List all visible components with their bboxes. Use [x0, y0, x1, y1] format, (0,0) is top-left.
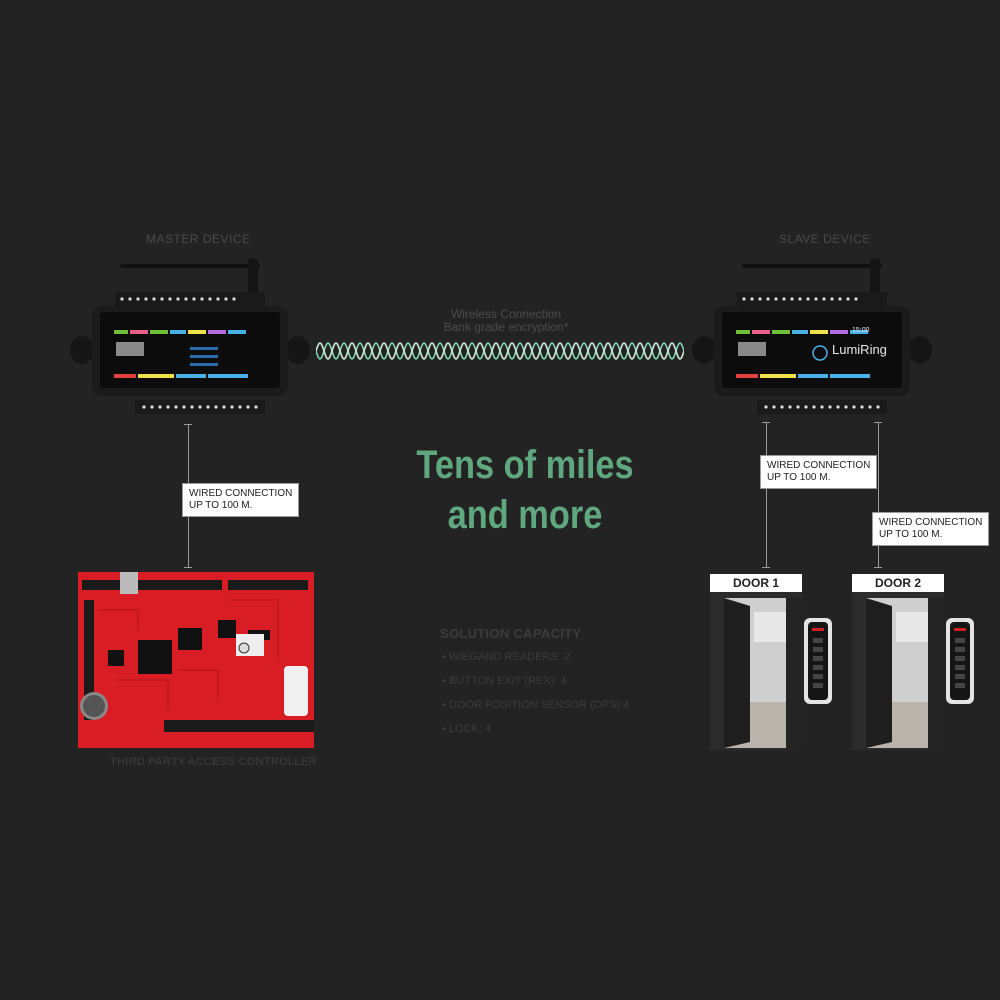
wired-label-line2: UP TO 100 m.: [879, 529, 943, 540]
card-reader-2: [946, 618, 974, 704]
wireless-signal-helix: [316, 342, 684, 360]
wired-label-line2: UP TO 100 m.: [189, 500, 253, 511]
wired-label-door1: WIRED CONNECTION UP TO 100 m.: [760, 455, 878, 489]
wired-label-door2: WIRED CONNECTION UP TO 100 m.: [872, 512, 990, 546]
capacity-item: DOOR POSITION SENSOR (DPS):4: [442, 693, 640, 717]
wireless-caption-line2: Bank grade encryption*: [443, 320, 569, 334]
door-2-label: DOOR 2: [852, 574, 944, 592]
headline-line2: and more: [447, 493, 603, 537]
controller-board-image: [78, 572, 314, 748]
wired-label-line1: WIRED CONNECTION: [189, 488, 293, 499]
master-wire-tick-bottom: [184, 567, 192, 568]
slave-wire-line-door1: [766, 422, 767, 568]
controller-caption: THIRD PARTY ACCESS CONTROLLER: [110, 756, 317, 768]
door-1-label: DOOR 1: [710, 574, 802, 592]
slave-device-title: SLAVE DEVICE: [779, 232, 871, 246]
slave-clock: 15:00: [852, 327, 870, 334]
capacity-item: BUTTON EXIT (REX): 4: [442, 669, 640, 693]
master-device: [70, 252, 310, 422]
slave-device-image: [692, 258, 932, 414]
capacity-title: SOLUTION CAPACITY: [440, 626, 582, 641]
slave-wire-tick-top-1: [762, 422, 770, 423]
wired-label-line1: WIRED CONNECTION: [879, 517, 983, 528]
capacity-item: WIEGAND READERS: 2: [442, 645, 640, 669]
slave-wire-tick-bottom-2: [874, 567, 882, 568]
slave-wire-tick-top-2: [874, 422, 882, 423]
wireless-caption: Wireless Connection Bank grade encryptio…: [400, 308, 612, 334]
headline: Tens of miles and more: [375, 440, 676, 540]
wired-label-line1: WIRED CONNECTION: [767, 460, 871, 471]
wireless-caption-line1: Wireless Connection: [450, 307, 562, 321]
slave-wire-tick-bottom-1: [762, 567, 770, 568]
slave-wire-line-door2: [878, 422, 879, 568]
card-reader-1: [804, 618, 832, 704]
lumiring-brand: LumiRing: [832, 342, 887, 357]
wired-label-master: WIRED CONNECTION UP TO 100 m.: [182, 483, 300, 517]
wired-label-line2: UP TO 100 m.: [767, 472, 831, 483]
capacity-list: WIEGAND READERS: 2 BUTTON EXIT (REX): 4 …: [440, 645, 640, 741]
capacity-item: LOCK: 4: [442, 717, 640, 741]
door-2-image: [852, 592, 944, 750]
master-device-image: [70, 258, 310, 414]
solution-capacity: SOLUTION CAPACITY WIEGAND READERS: 2 BUT…: [440, 626, 640, 741]
door-2: DOOR 2: [852, 574, 944, 750]
master-wire-tick-top: [184, 424, 192, 425]
door-1-image: [710, 592, 802, 750]
third-party-controller: [78, 570, 314, 750]
headline-line1: Tens of miles: [416, 443, 634, 487]
door-1: DOOR 1: [710, 574, 802, 750]
slave-device: LumiRing 15:00: [692, 252, 932, 422]
master-device-title: MASTER DEVICE: [146, 232, 251, 246]
